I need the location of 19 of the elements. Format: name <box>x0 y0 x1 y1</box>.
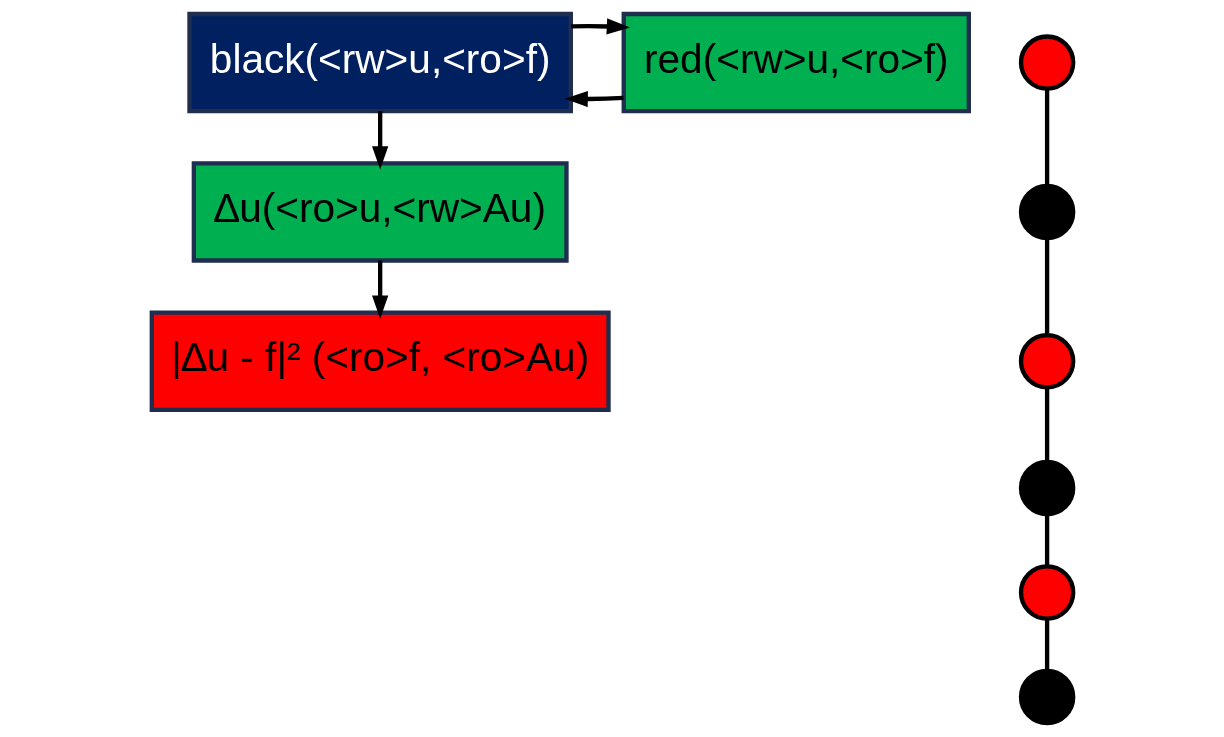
node-circle <box>1018 183 1075 241</box>
node-circle <box>1018 332 1075 390</box>
node-box: black(<rw>u,<ro>f) <box>186 11 573 114</box>
node-box: |∆u - f|² (<ro>f, <ro>Au) <box>149 310 611 412</box>
arrow <box>570 18 630 35</box>
node-box: red(<rw>u,<ro>f) <box>621 11 971 114</box>
connector <box>1044 387 1049 462</box>
connector <box>1044 238 1049 335</box>
connector <box>1044 514 1049 567</box>
arrow <box>371 111 388 170</box>
connector <box>1044 619 1049 671</box>
node-circle <box>1018 459 1075 517</box>
node-circle <box>1018 668 1075 726</box>
arrow <box>371 260 388 319</box>
node-circle <box>1018 564 1075 621</box>
node-circle <box>1018 34 1075 91</box>
arrow <box>564 90 624 108</box>
connector <box>1044 88 1049 186</box>
node-box: ∆u(<ro>u,<rw>Au) <box>191 161 569 263</box>
